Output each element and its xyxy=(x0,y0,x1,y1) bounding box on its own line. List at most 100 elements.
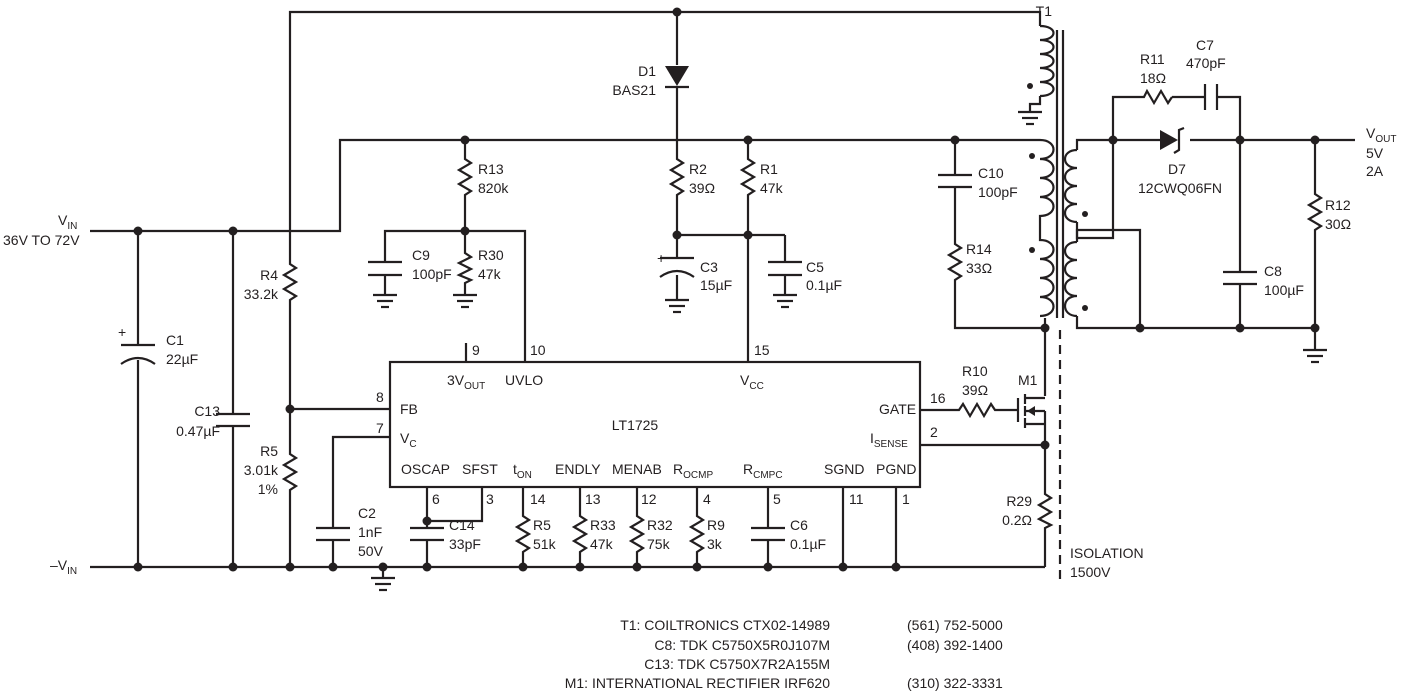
label-c9-value: 100pF xyxy=(412,266,452,282)
label-isolation: ISOLATION xyxy=(1070,545,1144,561)
capacitor-c10 xyxy=(938,173,972,189)
wire-vin xyxy=(90,138,955,233)
resistor-r5 xyxy=(281,450,299,495)
label-c8-ref: C8 xyxy=(1264,263,1282,279)
junctions xyxy=(133,7,1320,572)
ground-icon xyxy=(371,576,395,592)
junction-dot xyxy=(422,562,432,572)
label-d7-ref: D7 xyxy=(1168,161,1186,177)
junction-dot xyxy=(460,135,470,145)
pin-names: 3VOUT UVLO VCC FB VC GATE ISENSE OSCAP S… xyxy=(400,372,916,481)
bom-phone: (408) 392-1400 xyxy=(907,637,1003,653)
pin-name-ton: tON xyxy=(513,461,532,481)
label-r33-ref: R33 xyxy=(590,517,616,533)
label-r5b-ref: R5 xyxy=(533,517,551,533)
label-r30-value: 47k xyxy=(478,266,502,282)
winding-aux xyxy=(1039,24,1055,98)
label-r12-value: 30Ω xyxy=(1325,216,1351,232)
label-vout-current: 2A xyxy=(1366,163,1384,179)
resistor-r14 xyxy=(946,240,964,285)
winding-primary xyxy=(1038,138,1055,318)
wire-pin3 xyxy=(427,487,484,523)
label-r29-value: 0.2Ω xyxy=(1002,512,1032,528)
junction-dot xyxy=(1235,135,1245,145)
pin-4: 4 xyxy=(703,491,711,507)
ic-body xyxy=(388,360,922,489)
label-c14-ref: C14 xyxy=(449,517,475,533)
label-r13-value: 820k xyxy=(478,180,509,196)
label-c6-ref: C6 xyxy=(790,517,808,533)
capacitor-c9 xyxy=(368,260,402,277)
label-r5-tol: 1% xyxy=(258,481,278,497)
wire-vc xyxy=(331,435,390,528)
resistor-r11 xyxy=(1140,88,1173,106)
bom-phone: (310) 322-3331 xyxy=(907,675,1003,691)
bom-notes: T1: COILTRONICS CTX02-14989 (561) 752-50… xyxy=(565,617,1003,691)
mosfet-m1 xyxy=(1016,394,1047,428)
polarity-dot xyxy=(1029,247,1035,253)
pin-12: 12 xyxy=(641,491,657,507)
label-r9-ref: R9 xyxy=(707,517,725,533)
ground-icon xyxy=(1018,110,1042,126)
wire-top-rail xyxy=(288,10,1042,260)
wire-uvlo xyxy=(383,229,527,362)
label-c13-ref: C13 xyxy=(194,403,220,419)
pin-14: 14 xyxy=(530,491,546,507)
label-d7-value: 12CWQ06FN xyxy=(1138,180,1222,196)
ground-icon xyxy=(665,298,689,314)
bom-label: T1: COILTRONICS CTX02-14989 xyxy=(620,617,830,633)
junction-dot xyxy=(1040,323,1050,333)
pin-name-vcc: VCC xyxy=(740,372,764,392)
junction-dot xyxy=(328,562,338,572)
wire-sec-bottom xyxy=(1075,316,1315,330)
pin-name-menab: MENAB xyxy=(612,461,662,477)
pin-name-endly: ENDLY xyxy=(555,461,601,477)
pin-3: 3 xyxy=(486,491,494,507)
capacitor-c13 xyxy=(216,412,250,428)
label-r11-ref: R11 xyxy=(1140,51,1165,67)
bom-label: C8: TDK C5750X5R0J107M xyxy=(654,637,830,653)
capacitor-c1: + xyxy=(118,324,156,365)
resistor-r33 xyxy=(571,512,589,555)
resistor-r29 xyxy=(1036,490,1054,530)
capacitors: + + xyxy=(118,84,1257,542)
label-c3-value: 15µF xyxy=(700,277,732,293)
label-r32-value: 75k xyxy=(647,536,671,552)
resistor-r13 xyxy=(456,155,474,200)
junction-dot xyxy=(422,516,432,526)
resistor-r5-ton xyxy=(514,512,532,555)
junction-dot xyxy=(460,226,470,236)
ic-name: LT1725 xyxy=(612,417,659,433)
resistor-r30 xyxy=(456,250,474,285)
svg-text:+: + xyxy=(657,250,665,266)
label-vin: VIN xyxy=(58,212,77,232)
diode-d7 xyxy=(1160,126,1185,154)
junction-dot xyxy=(228,562,238,572)
bom-label: M1: INTERNATIONAL RECTIFIER IRF620 xyxy=(565,675,830,691)
pin-16: 16 xyxy=(930,390,946,406)
pin-name-rcmpc: RCMPC xyxy=(743,461,783,481)
resistor-r9 xyxy=(688,512,706,555)
label-c2-value: 1nF xyxy=(358,524,382,540)
label-r2-value: 39Ω xyxy=(689,180,715,196)
label-c10-value: 100pF xyxy=(978,184,1018,200)
resistors xyxy=(281,88,1324,555)
label-r13-ref: R13 xyxy=(478,161,504,177)
label-r5-value: 3.01k xyxy=(244,462,279,478)
label-c5-value: 0.1µF xyxy=(806,277,842,293)
label-c2-ref: C2 xyxy=(358,505,376,521)
label-r14-ref: R14 xyxy=(966,241,992,257)
label-r14-value: 33Ω xyxy=(966,260,992,276)
label-c9-ref: C9 xyxy=(412,247,430,263)
junction-dot xyxy=(1135,323,1145,333)
pin-name-pgnd: PGND xyxy=(876,461,916,477)
junction-dot xyxy=(575,562,585,572)
bom-phone: (561) 752-5000 xyxy=(907,617,1003,633)
label-t1: T1 xyxy=(1036,3,1053,19)
label-r9-value: 3k xyxy=(707,536,723,552)
junction-dot xyxy=(1310,323,1320,333)
junction-dot xyxy=(950,135,960,145)
label-c1-ref: C1 xyxy=(166,332,184,348)
pin-name-sgnd: SGND xyxy=(824,461,864,477)
label-c2-volt: 50V xyxy=(358,543,384,559)
